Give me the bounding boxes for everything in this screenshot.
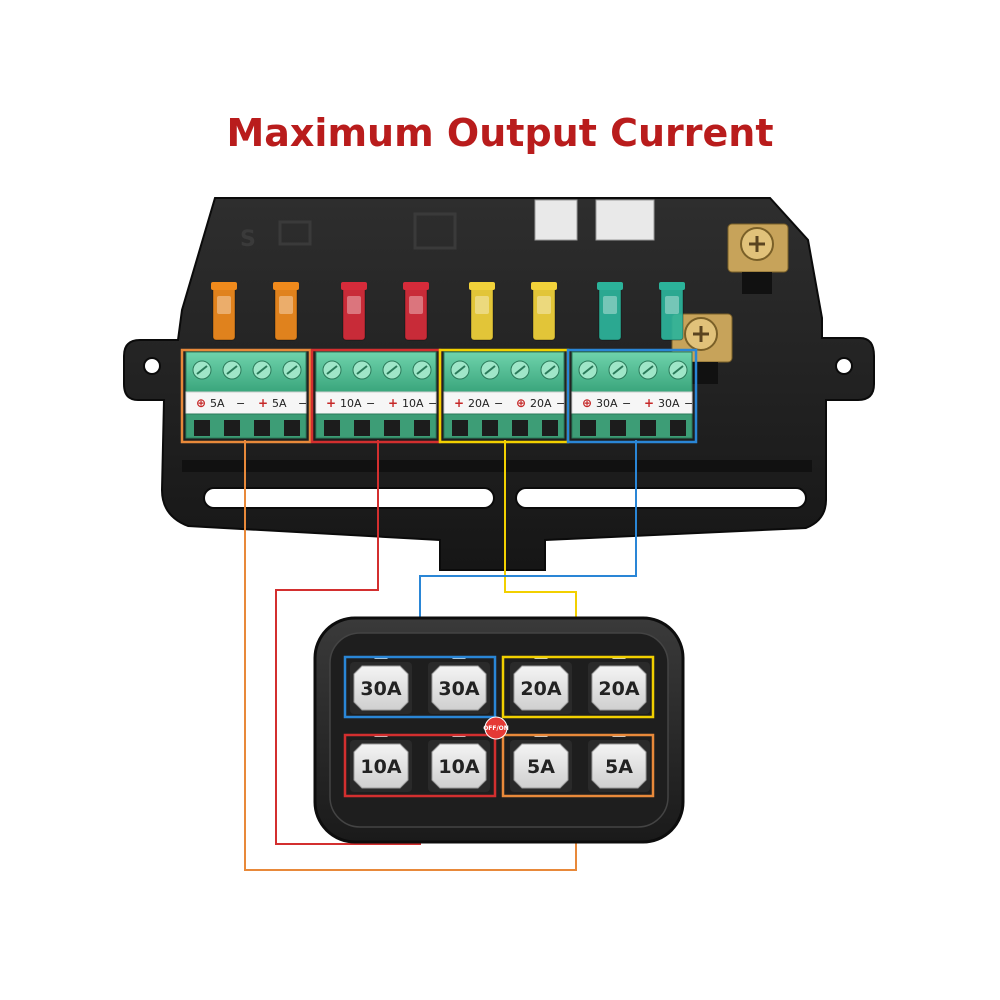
- terminal-rating-label: 30A: [596, 397, 618, 410]
- terminal-screw[interactable]: [668, 360, 688, 380]
- fuse-g30-2[interactable]: [659, 282, 685, 341]
- terminal-group-outline-g30: [566, 348, 698, 444]
- fuse-g5-2[interactable]: [273, 282, 299, 341]
- terminal-minus-sign: −: [366, 397, 375, 410]
- terminal-screw[interactable]: [192, 360, 212, 380]
- terminal-screw[interactable]: [222, 360, 242, 380]
- switch-key-label: 10A: [438, 756, 479, 778]
- terminal-screw[interactable]: [352, 360, 372, 380]
- terminal-plus-sign: ⊕: [582, 396, 592, 410]
- terminal-plus-sign: ⊕: [196, 396, 206, 410]
- panel-group-10a: [343, 733, 497, 798]
- terminal-screw[interactable]: [638, 360, 658, 380]
- panel-group-5a: [501, 733, 655, 798]
- terminal-minus-sign: −: [236, 397, 245, 410]
- mount-slot-right: [515, 487, 807, 509]
- terminal-screw[interactable]: [540, 360, 560, 380]
- switch-key-7[interactable]: 5A: [510, 734, 572, 792]
- fuse-g20-2[interactable]: [531, 282, 557, 341]
- terminal-screw[interactable]: [510, 360, 530, 380]
- mount-hole-left: [143, 357, 161, 375]
- terminal-minus-sign: −: [428, 397, 437, 410]
- terminal-block-g5: ⊕5A−+5A−: [185, 351, 307, 439]
- terminal-plus-sign: +: [326, 396, 336, 410]
- terminal-rating-label: 20A: [530, 397, 552, 410]
- terminal-minus-sign: −: [556, 397, 565, 410]
- terminal-row: ⊕5A−+5A−+10A−+10A−+20A−⊕20A−⊕30A−+30A−: [180, 348, 698, 444]
- page-title: Maximum Output Current: [226, 111, 773, 155]
- terminal-rating-label: 10A: [402, 397, 424, 410]
- panel-group-30a: [343, 655, 497, 719]
- power-stud-top: [727, 223, 789, 294]
- terminal-plus-sign: ⊕: [516, 396, 526, 410]
- terminal-rating-label: 5A: [210, 397, 225, 410]
- switch-key-label: 5A: [605, 756, 633, 778]
- terminal-rating-label: 20A: [468, 397, 490, 410]
- switch-key-4[interactable]: 20A: [588, 656, 650, 714]
- fuse-g20-1[interactable]: [469, 282, 495, 341]
- switch-key-label: 30A: [438, 678, 479, 700]
- switch-key-8[interactable]: 5A: [588, 734, 650, 792]
- terminal-minus-sign: −: [494, 397, 503, 410]
- fuse-g30-1[interactable]: [597, 282, 623, 341]
- terminal-block-g10: +10A−+10A−: [315, 351, 437, 439]
- switch-key-label: 20A: [598, 678, 639, 700]
- terminal-screw[interactable]: [282, 360, 302, 380]
- terminal-rating-label: 5A: [272, 397, 287, 410]
- terminal-screw[interactable]: [578, 360, 598, 380]
- signal-connector-2: [595, 199, 655, 241]
- switch-key-label: 30A: [360, 678, 401, 700]
- switch-key-3[interactable]: 20A: [510, 656, 572, 714]
- terminal-minus-sign: −: [684, 397, 693, 410]
- fuse-g10-2[interactable]: [403, 282, 429, 341]
- terminal-block-g20: +20A−⊕20A−: [443, 351, 565, 439]
- on-off-badge[interactable]: OFF/ON: [483, 716, 509, 740]
- switch-key-label: 20A: [520, 678, 561, 700]
- svg-text:S: S: [240, 227, 256, 252]
- terminal-rating-label: 30A: [658, 397, 680, 410]
- terminal-screw[interactable]: [382, 360, 402, 380]
- fuse-g10-1[interactable]: [341, 282, 367, 341]
- terminal-screw[interactable]: [608, 360, 628, 380]
- terminal-screw[interactable]: [450, 360, 470, 380]
- switch-key-5[interactable]: 10A: [350, 734, 412, 792]
- terminal-block-g30: ⊕30A−+30A−: [571, 351, 693, 439]
- terminal-screw[interactable]: [322, 360, 342, 380]
- terminal-plus-sign: +: [258, 396, 268, 410]
- terminal-plus-sign: +: [388, 396, 398, 410]
- terminal-plus-sign: +: [454, 396, 464, 410]
- signal-connector-1: [534, 199, 578, 241]
- mount-hole-right: [835, 357, 853, 375]
- on-off-badge-label: OFF/ON: [483, 725, 509, 732]
- fuse-row: [211, 282, 685, 341]
- switch-key-label: 10A: [360, 756, 401, 778]
- terminal-screw[interactable]: [412, 360, 432, 380]
- switch-key-2[interactable]: 30A: [428, 656, 490, 714]
- switch-key-6[interactable]: 10A: [428, 734, 490, 792]
- mount-slot-left: [203, 487, 495, 509]
- terminal-minus-sign: −: [622, 397, 631, 410]
- switch-key-label: 5A: [527, 756, 555, 778]
- terminal-rating-label: 10A: [340, 397, 362, 410]
- fuse-g5-1[interactable]: [211, 282, 237, 341]
- terminal-screw[interactable]: [480, 360, 500, 380]
- terminal-minus-sign: −: [298, 397, 307, 410]
- terminal-screw[interactable]: [252, 360, 272, 380]
- switch-panel: 30A 30A 20A 20A 10A 10A 5A 5A OFF/ON: [313, 616, 685, 844]
- panel-group-20a: [501, 655, 655, 719]
- switch-key-1[interactable]: 30A: [350, 656, 412, 714]
- terminal-plus-sign: +: [644, 396, 654, 410]
